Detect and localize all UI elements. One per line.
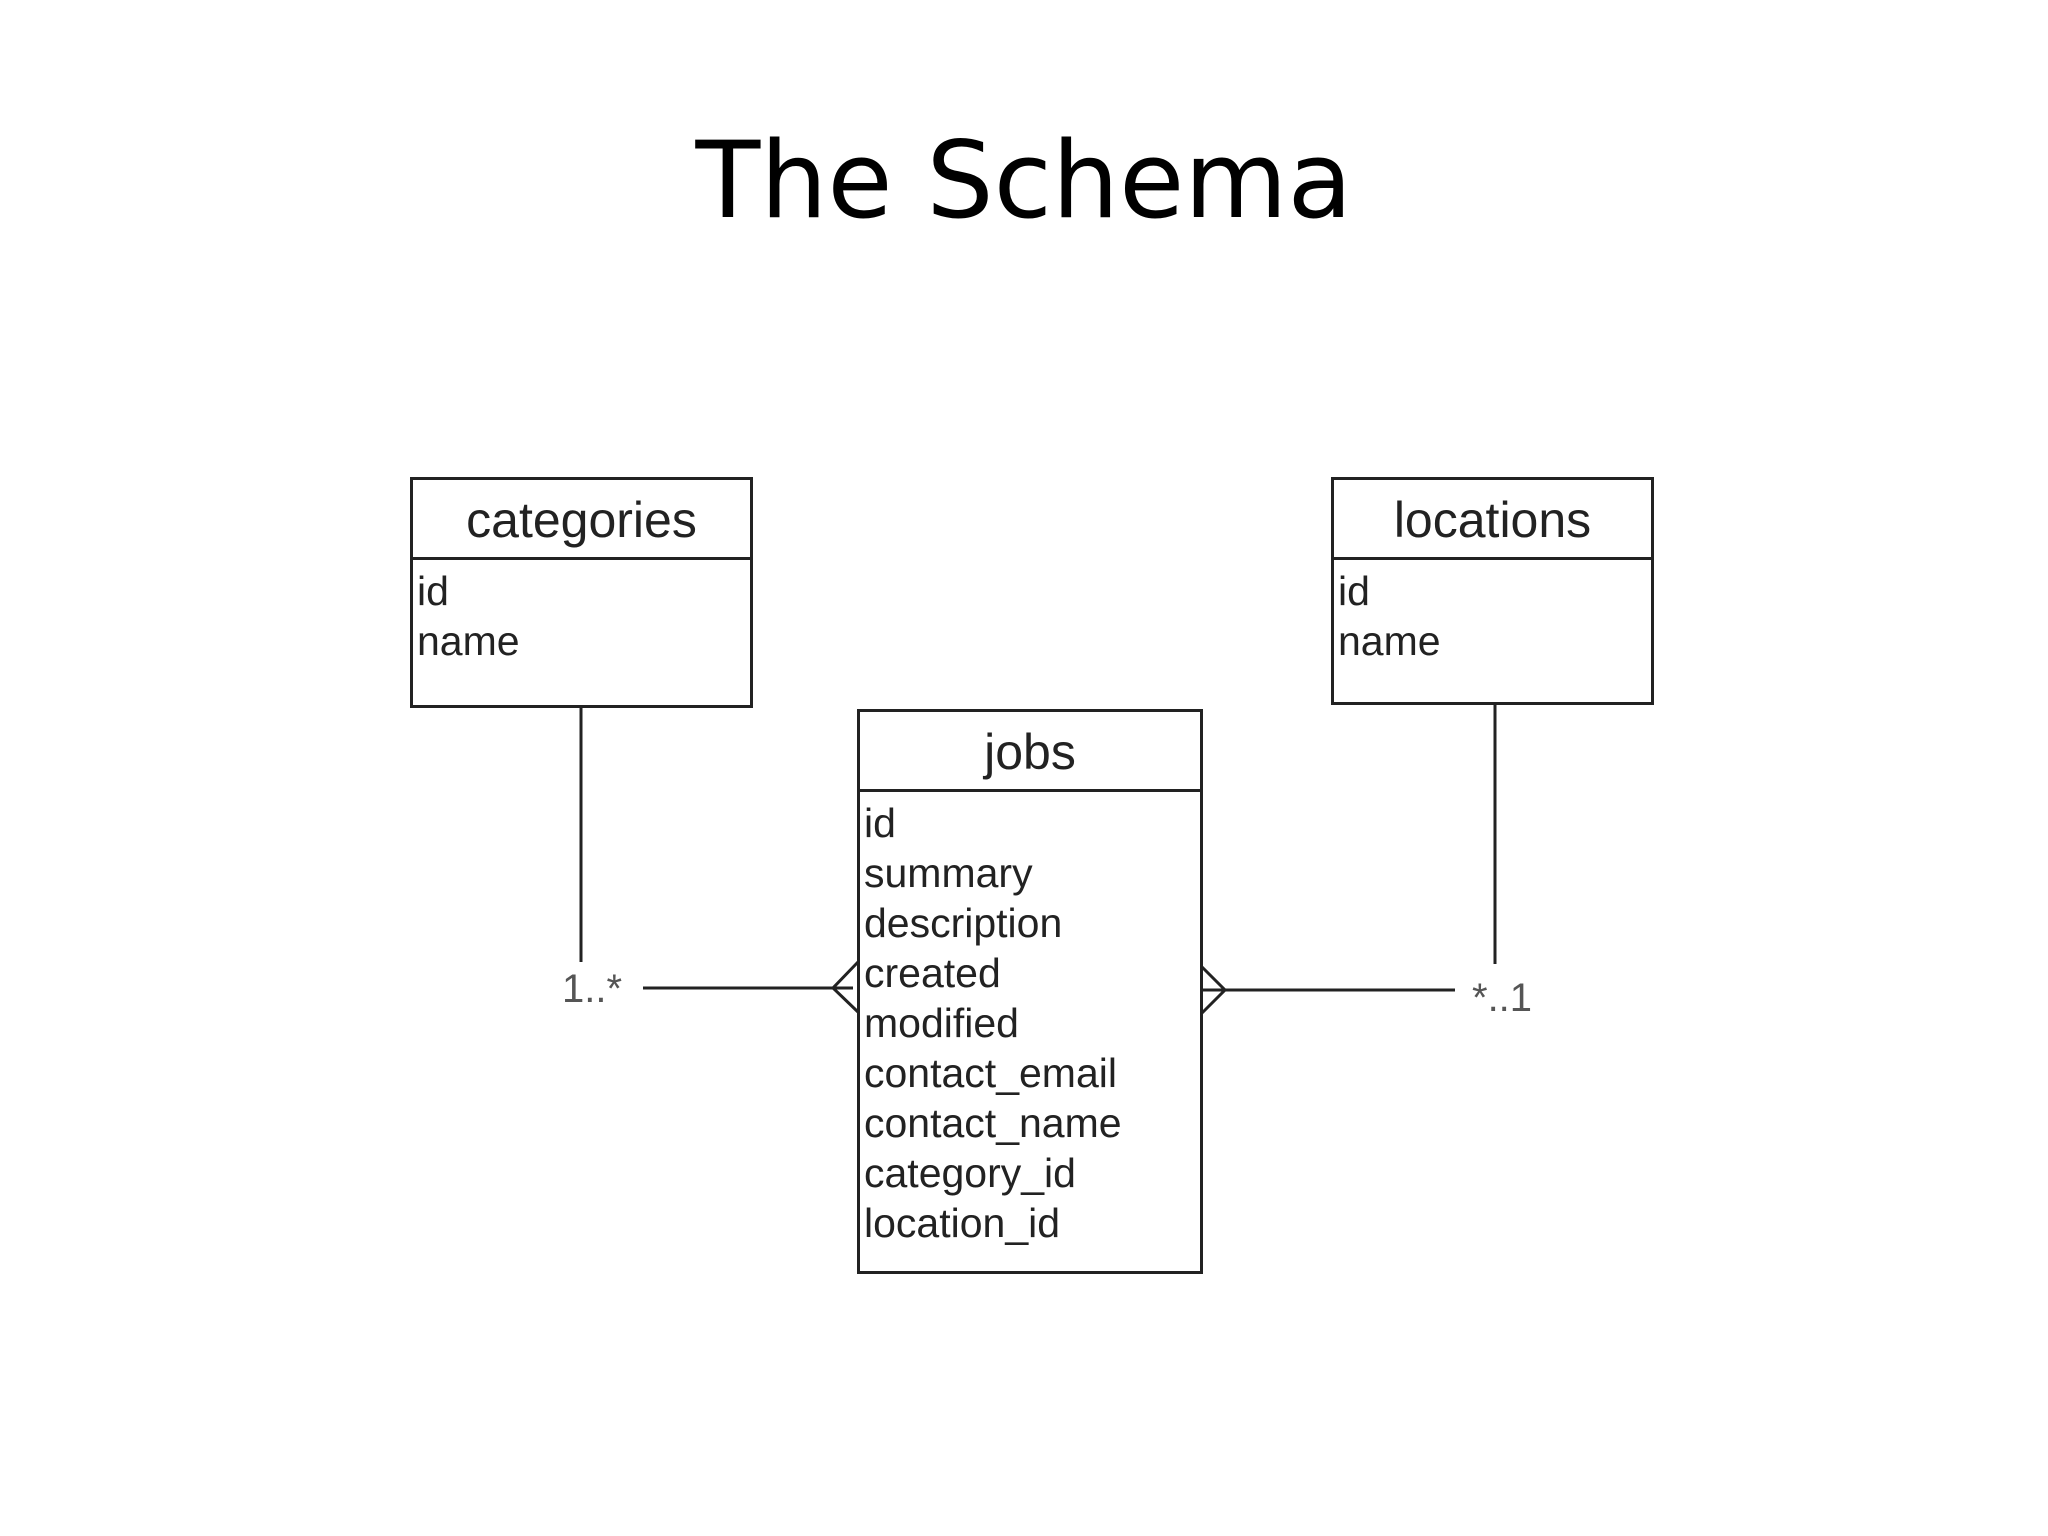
multiplicity-categories-jobs: 1..* [556,969,629,1009]
field-categories-name: name [417,618,520,664]
field-jobs-created: created [864,950,1001,996]
field-jobs-category-id: category_id [864,1150,1076,1196]
jobs-left-crowfoot [830,960,860,1014]
entity-categories-fields: id name [413,560,750,666]
multiplicity-jobs-locations: *..1 [1466,978,1539,1018]
entity-jobs-fields: id summary description created modified … [860,792,1200,1248]
entity-jobs-name: jobs [860,712,1200,792]
jobs-right-crowfoot [1199,964,1228,1016]
field-jobs-summary: summary [864,850,1033,896]
entity-locations-fields: id name [1334,560,1651,666]
entity-categories-name: categories [413,480,750,560]
field-jobs-modified: modified [864,1000,1019,1046]
entity-locations-name: locations [1334,480,1651,560]
entity-locations: locations id name [1331,477,1654,705]
field-jobs-location-id: location_id [864,1200,1061,1246]
field-jobs-id: id [864,800,896,846]
field-locations-id: id [1338,568,1370,614]
entity-jobs: jobs id summary description created modi… [857,709,1203,1274]
field-jobs-contact-name: contact_name [864,1100,1122,1146]
field-jobs-description: description [864,900,1063,946]
slide-title: The Schema [695,119,1353,242]
entity-categories: categories id name [410,477,753,708]
field-jobs-contact-email: contact_email [864,1050,1117,1096]
field-categories-id: id [417,568,449,614]
field-locations-name: name [1338,618,1441,664]
